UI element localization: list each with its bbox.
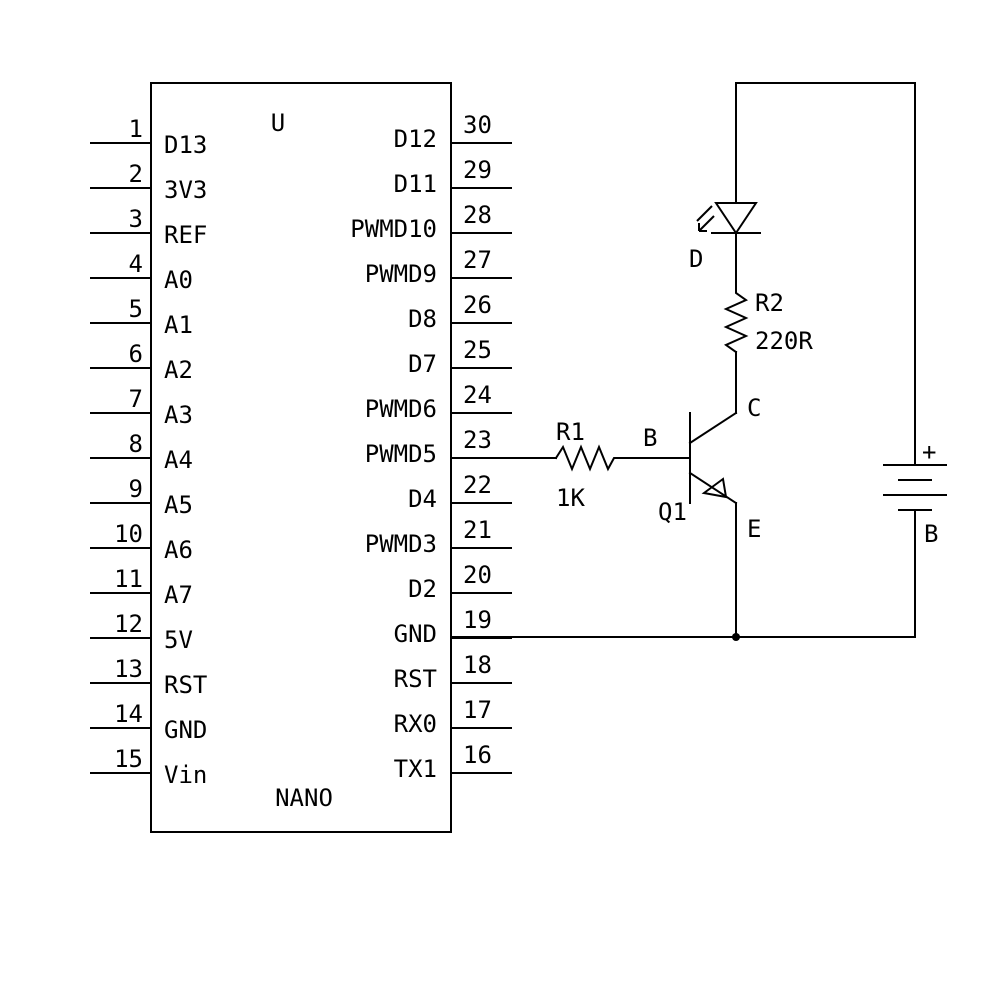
pin-label: RST xyxy=(164,671,207,699)
pin-label: PWMD5 xyxy=(365,440,437,468)
pin-number: 22 xyxy=(463,471,492,499)
r1-resistor xyxy=(554,444,691,472)
pin-number: 27 xyxy=(463,246,492,274)
pin-number: 19 xyxy=(463,606,492,634)
pin-label: PWMD6 xyxy=(365,395,437,423)
pin-label: GND xyxy=(164,716,207,744)
transistor-collector-label: C xyxy=(747,394,761,422)
pin-label: D4 xyxy=(408,485,437,513)
pin-number: 10 xyxy=(114,520,143,548)
pin-number: 12 xyxy=(114,610,143,638)
pin-label: PWMD9 xyxy=(365,260,437,288)
led-d xyxy=(696,202,761,235)
pin-label: REF xyxy=(164,221,207,249)
pin-label: GND xyxy=(394,620,437,648)
r2-resistor xyxy=(723,232,749,354)
pin-label: D7 xyxy=(408,350,437,378)
pin-number: 28 xyxy=(463,201,492,229)
pin-label: D12 xyxy=(394,125,437,153)
pin-number: 23 xyxy=(463,426,492,454)
pin-number: 5 xyxy=(129,295,143,323)
transistor-q1 xyxy=(688,411,738,505)
pin-number: 9 xyxy=(129,475,143,503)
pin-number: 17 xyxy=(463,696,492,724)
pin-number: 14 xyxy=(114,700,143,728)
pin-number: 24 xyxy=(463,381,492,409)
pin-label: A2 xyxy=(164,356,193,384)
pin-label: RST xyxy=(394,665,437,693)
transistor-base-label: B xyxy=(643,424,657,452)
pin-label: A1 xyxy=(164,311,193,339)
pin-number: 11 xyxy=(114,565,143,593)
r2-value: 220R xyxy=(755,327,813,355)
pin-number: 20 xyxy=(463,561,492,589)
pin-number: 30 xyxy=(463,111,492,139)
battery-plus: + xyxy=(922,438,936,466)
pin-number: 2 xyxy=(129,160,143,188)
pin-label: A6 xyxy=(164,536,193,564)
pin-label: A0 xyxy=(164,266,193,294)
pin-label: D13 xyxy=(164,131,207,159)
battery-ref: B xyxy=(924,520,938,548)
pin-label: A3 xyxy=(164,401,193,429)
r2-ref: R2 xyxy=(755,289,784,317)
ic-value: NANO xyxy=(275,784,333,812)
pin-label: D11 xyxy=(394,170,437,198)
pin-label: A4 xyxy=(164,446,193,474)
pin-number: 25 xyxy=(463,336,492,364)
battery-b xyxy=(883,464,947,511)
wire-gnd-battery xyxy=(450,509,916,638)
pin-label: D8 xyxy=(408,305,437,333)
pin-number: 29 xyxy=(463,156,492,184)
pin-number: 21 xyxy=(463,516,492,544)
pin-label: 5V xyxy=(164,626,193,654)
pin-label: A5 xyxy=(164,491,193,519)
pin-number: 16 xyxy=(463,741,492,769)
pin-number: 18 xyxy=(463,651,492,679)
pin-label: Vin xyxy=(164,761,207,789)
transistor-ref: Q1 xyxy=(658,498,687,526)
pin-number: 3 xyxy=(129,205,143,233)
transistor-emitter-label: E xyxy=(747,515,761,543)
pin-number: 4 xyxy=(129,250,143,278)
pin-label: A7 xyxy=(164,581,193,609)
ic-ref: U xyxy=(271,109,285,137)
r1-value: 1K xyxy=(556,484,585,512)
pin-number: 26 xyxy=(463,291,492,319)
pin-number: 13 xyxy=(114,655,143,683)
pin-label: PWMD3 xyxy=(365,530,437,558)
pin-number: 1 xyxy=(129,115,143,143)
led-ref: D xyxy=(689,245,703,273)
pin-label: TX1 xyxy=(394,755,437,783)
pin-number: 15 xyxy=(114,745,143,773)
pin-label: PWMD10 xyxy=(350,215,437,243)
pin-number: 6 xyxy=(129,340,143,368)
pin-label: D2 xyxy=(408,575,437,603)
r1-ref: R1 xyxy=(556,418,585,446)
wire-led-battery xyxy=(735,82,916,466)
junction-dot xyxy=(732,633,740,641)
pin-label: 3V3 xyxy=(164,176,207,204)
pin-number: 8 xyxy=(129,430,143,458)
pin-number: 7 xyxy=(129,385,143,413)
pin-label: RX0 xyxy=(394,710,437,738)
